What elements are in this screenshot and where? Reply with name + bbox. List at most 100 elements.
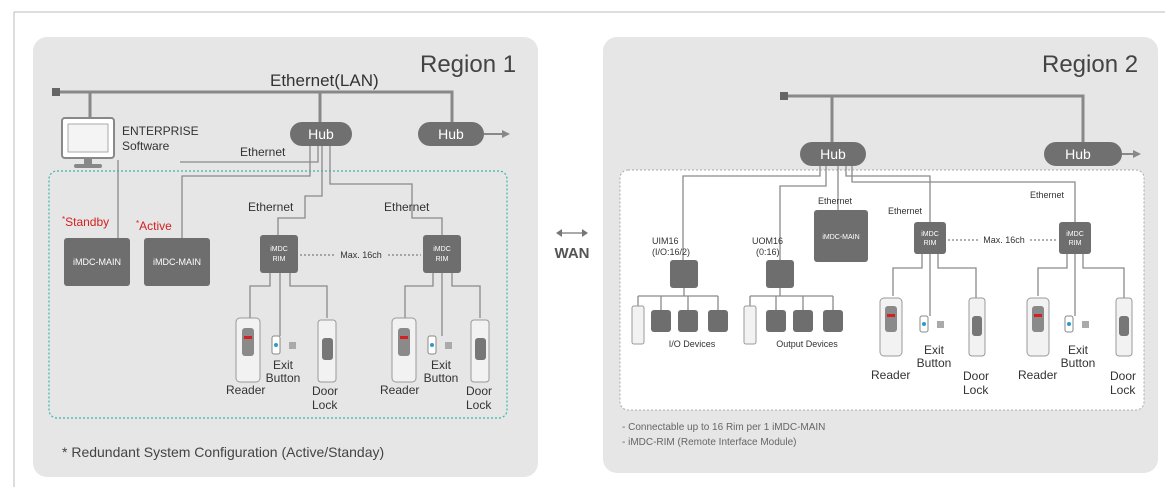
exit-label-1: Exit: [273, 358, 294, 372]
line-rim1: [845, 166, 931, 222]
region-1-title: Region 1: [420, 51, 516, 78]
wan-connector: WAN: [555, 229, 590, 262]
lan-bus-terminator: [780, 92, 788, 100]
pc-ethernet-line: [180, 145, 319, 163]
exit-label-1: Exit: [1068, 343, 1089, 357]
lan-bus-line: [60, 90, 454, 130]
monitor-icon: [61, 117, 115, 168]
reader-label: Reader: [226, 383, 265, 397]
reader-icon: [235, 317, 261, 383]
ethernet-lan-label: Ethernet(LAN): [270, 71, 379, 90]
lock-label-2: Lock: [1110, 383, 1136, 397]
imdc-rim-box-2: iMDC RIM: [423, 235, 461, 273]
reader-label: Reader: [1018, 368, 1057, 382]
output-device-icon: [823, 310, 843, 332]
region-2-title: Region 2: [1042, 51, 1138, 78]
svg-text:iMDC: iMDC: [921, 231, 939, 238]
reader-icon: [391, 317, 417, 383]
svg-text:iMDC-MAIN: iMDC-MAIN: [822, 234, 859, 241]
reader-icon: [1026, 297, 1050, 357]
hub-icon: Hub: [290, 122, 352, 146]
exit-label-2: Button: [266, 371, 301, 385]
exit-button-icon: [919, 315, 944, 333]
max-16ch-label: Max. 16ch: [340, 250, 382, 260]
svg-text:iMDC-MAIN: iMDC-MAIN: [73, 257, 121, 267]
line-rim1: [277, 146, 323, 235]
reader-label: Reader: [871, 368, 910, 382]
note-1: - Connectable up to 16 Rim per 1 iMDC-MA…: [622, 422, 825, 433]
uom-label-2: (0:16): [756, 247, 780, 257]
arrow-right-icon: [502, 130, 510, 138]
door-label-2: Door: [1110, 369, 1136, 383]
region-1-panel: Region 1 Ethernet(LAN) ENTERPRISE Softwa…: [33, 37, 538, 477]
max-16ch-label: Max. 16ch: [983, 235, 1025, 245]
exit-label-2: Button: [424, 371, 459, 385]
arrow-right-icon: [1133, 150, 1141, 158]
arrow-right-icon: [582, 229, 588, 237]
svg-text:RIM: RIM: [1069, 240, 1082, 247]
exit-button-icon: [427, 335, 452, 355]
reader-label: Reader: [380, 383, 419, 397]
line-uom: [779, 166, 827, 260]
exit-label-2: Button: [917, 356, 952, 370]
ethernet-left-label: Ethernet: [248, 200, 294, 214]
ethernet-pc-label: Ethernet: [240, 145, 286, 159]
lan-bus-line: [788, 94, 1085, 143]
door-lock-icon: [470, 319, 490, 383]
region-2-group-border: [619, 169, 1145, 411]
svg-text:iMDC: iMDC: [270, 246, 288, 253]
exit-label-1: Exit: [924, 343, 945, 357]
output-device-icon: [793, 310, 813, 332]
ethernet-rim2-label: Ethernet: [1030, 190, 1065, 200]
uom-label-1: UOM16: [752, 236, 783, 246]
lock-label-1: Lock: [312, 398, 338, 412]
door-lock-icon: [968, 297, 986, 357]
ethernet-rim1-label: Ethernet: [888, 206, 923, 216]
imdc-main-box: iMDC-MAIN: [814, 210, 868, 262]
lock-label-2: Lock: [466, 398, 492, 412]
ethernet-right-label: Ethernet: [384, 200, 430, 214]
note-2: - iMDC-RIM (Remote Interface Module): [622, 437, 796, 448]
wan-label: WAN: [555, 245, 590, 262]
svg-text:iMDC: iMDC: [433, 246, 451, 253]
hub-label: Hub: [820, 146, 846, 162]
uim-label-2: (I/O:16/2): [652, 247, 690, 257]
line-rim2: [851, 166, 1076, 222]
ethernet-main-label: Ethernet: [818, 196, 853, 206]
arrow-left-icon: [556, 229, 562, 237]
region-2-panel: Region 2 Hub Hub Ethernet Ethernet Ether…: [603, 37, 1158, 473]
svg-text:iMDC: iMDC: [1066, 231, 1084, 238]
reader-icon: [879, 297, 903, 357]
line-active: [181, 146, 311, 238]
door-lock-icon: [317, 319, 337, 383]
exit-button-icon: [1064, 315, 1089, 333]
line-rim2: [329, 146, 443, 235]
active-label: *Active: [136, 219, 172, 233]
door-label-1: Door: [963, 369, 989, 383]
hub-right-label: Hub: [1065, 146, 1091, 162]
standby-label: *Standby: [62, 215, 109, 229]
exit-label-2: Button: [1061, 356, 1096, 370]
imdc-rim-box-1: iMDC RIM: [914, 222, 946, 254]
svg-text:RIM: RIM: [436, 256, 449, 263]
io-devices-label: I/O Devices: [669, 339, 716, 349]
imdc-main-standby-box: iMDC-MAIN: [64, 238, 130, 286]
io-device-icon: [651, 310, 671, 332]
lock-label-1: Lock: [963, 383, 989, 397]
hub-right-icon: Hub: [418, 122, 510, 146]
uom16-box: [766, 260, 794, 288]
output-devices-label: Output Devices: [776, 339, 838, 349]
io-device-sensor-icon: [631, 305, 645, 345]
svg-text:iMDC-MAIN: iMDC-MAIN: [153, 257, 201, 267]
hub-icon: Hub: [800, 142, 866, 166]
hub-label: Hub: [308, 126, 334, 142]
exit-label-1: Exit: [431, 358, 452, 372]
hub-right-icon: Hub: [1044, 142, 1141, 166]
exit-button-icon: [271, 335, 296, 355]
door-lock-icon: [1115, 297, 1133, 357]
door-label-2: Door: [466, 384, 492, 398]
hub-right-label: Hub: [438, 126, 464, 142]
output-device-sensor-icon: [743, 305, 757, 345]
svg-text:RIM: RIM: [924, 240, 937, 247]
